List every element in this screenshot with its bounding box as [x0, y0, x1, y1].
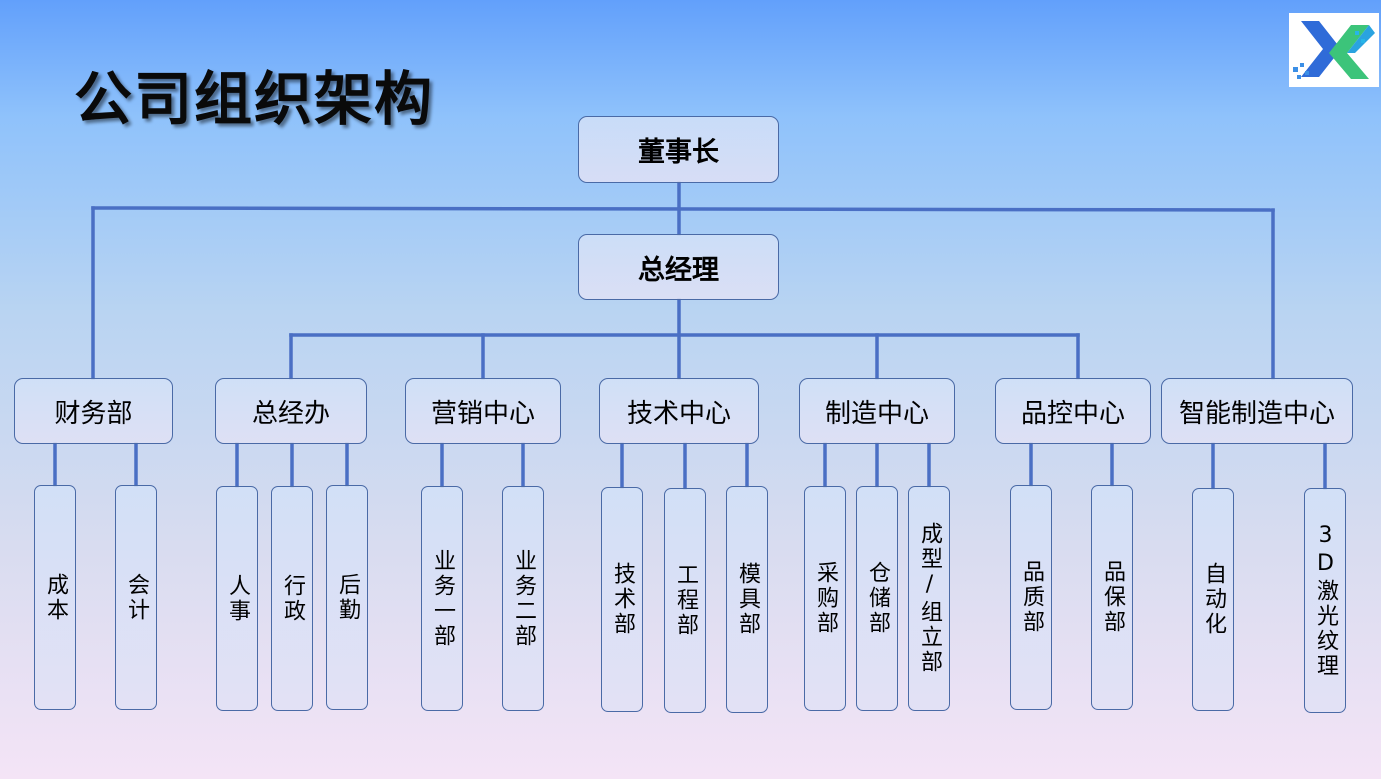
sub-accounting: 会计	[115, 485, 157, 710]
sub-hr: 人事	[216, 486, 258, 711]
department-technology: 技术中心	[599, 378, 759, 444]
department-quality-control: 品控中心	[995, 378, 1151, 444]
department-general-office: 总经办	[215, 378, 367, 444]
company-logo-icon	[1293, 21, 1375, 79]
sub-engineering: 工程部	[664, 488, 706, 713]
sub-quality: 品质部	[1010, 485, 1052, 710]
connector-top-bar	[91, 206, 1275, 212]
general-manager-box: 总经理	[578, 234, 779, 300]
sub-business-1: 业务一部	[421, 486, 463, 711]
sub-3d-laser-texture: 3D激光纹理	[1304, 488, 1346, 713]
department-intelligent-manufacturing: 智能制造中心	[1161, 378, 1353, 444]
department-marketing: 营销中心	[405, 378, 561, 444]
sub-logistics: 后勤	[326, 485, 368, 710]
sub-warehouse: 仓储部	[856, 486, 898, 711]
sub-mold: 模具部	[726, 486, 768, 713]
department-finance: 财务部	[14, 378, 173, 444]
department-manufacturing: 制造中心	[799, 378, 955, 444]
sub-automation: 自动化	[1192, 488, 1234, 711]
sub-cost: 成本	[34, 485, 76, 710]
sub-technical: 技术部	[601, 487, 643, 712]
page-title: 公司组织架构	[74, 65, 435, 133]
sub-molding-assembly: 成型/组立部	[908, 486, 950, 711]
sub-administration: 行政	[271, 486, 313, 711]
sub-purchasing: 采购部	[804, 486, 846, 711]
company-logo	[1289, 13, 1379, 87]
sub-quality-assurance: 品保部	[1091, 485, 1133, 710]
chairman-box: 董事长	[578, 116, 779, 183]
sub-business-2: 业务二部	[502, 486, 544, 711]
